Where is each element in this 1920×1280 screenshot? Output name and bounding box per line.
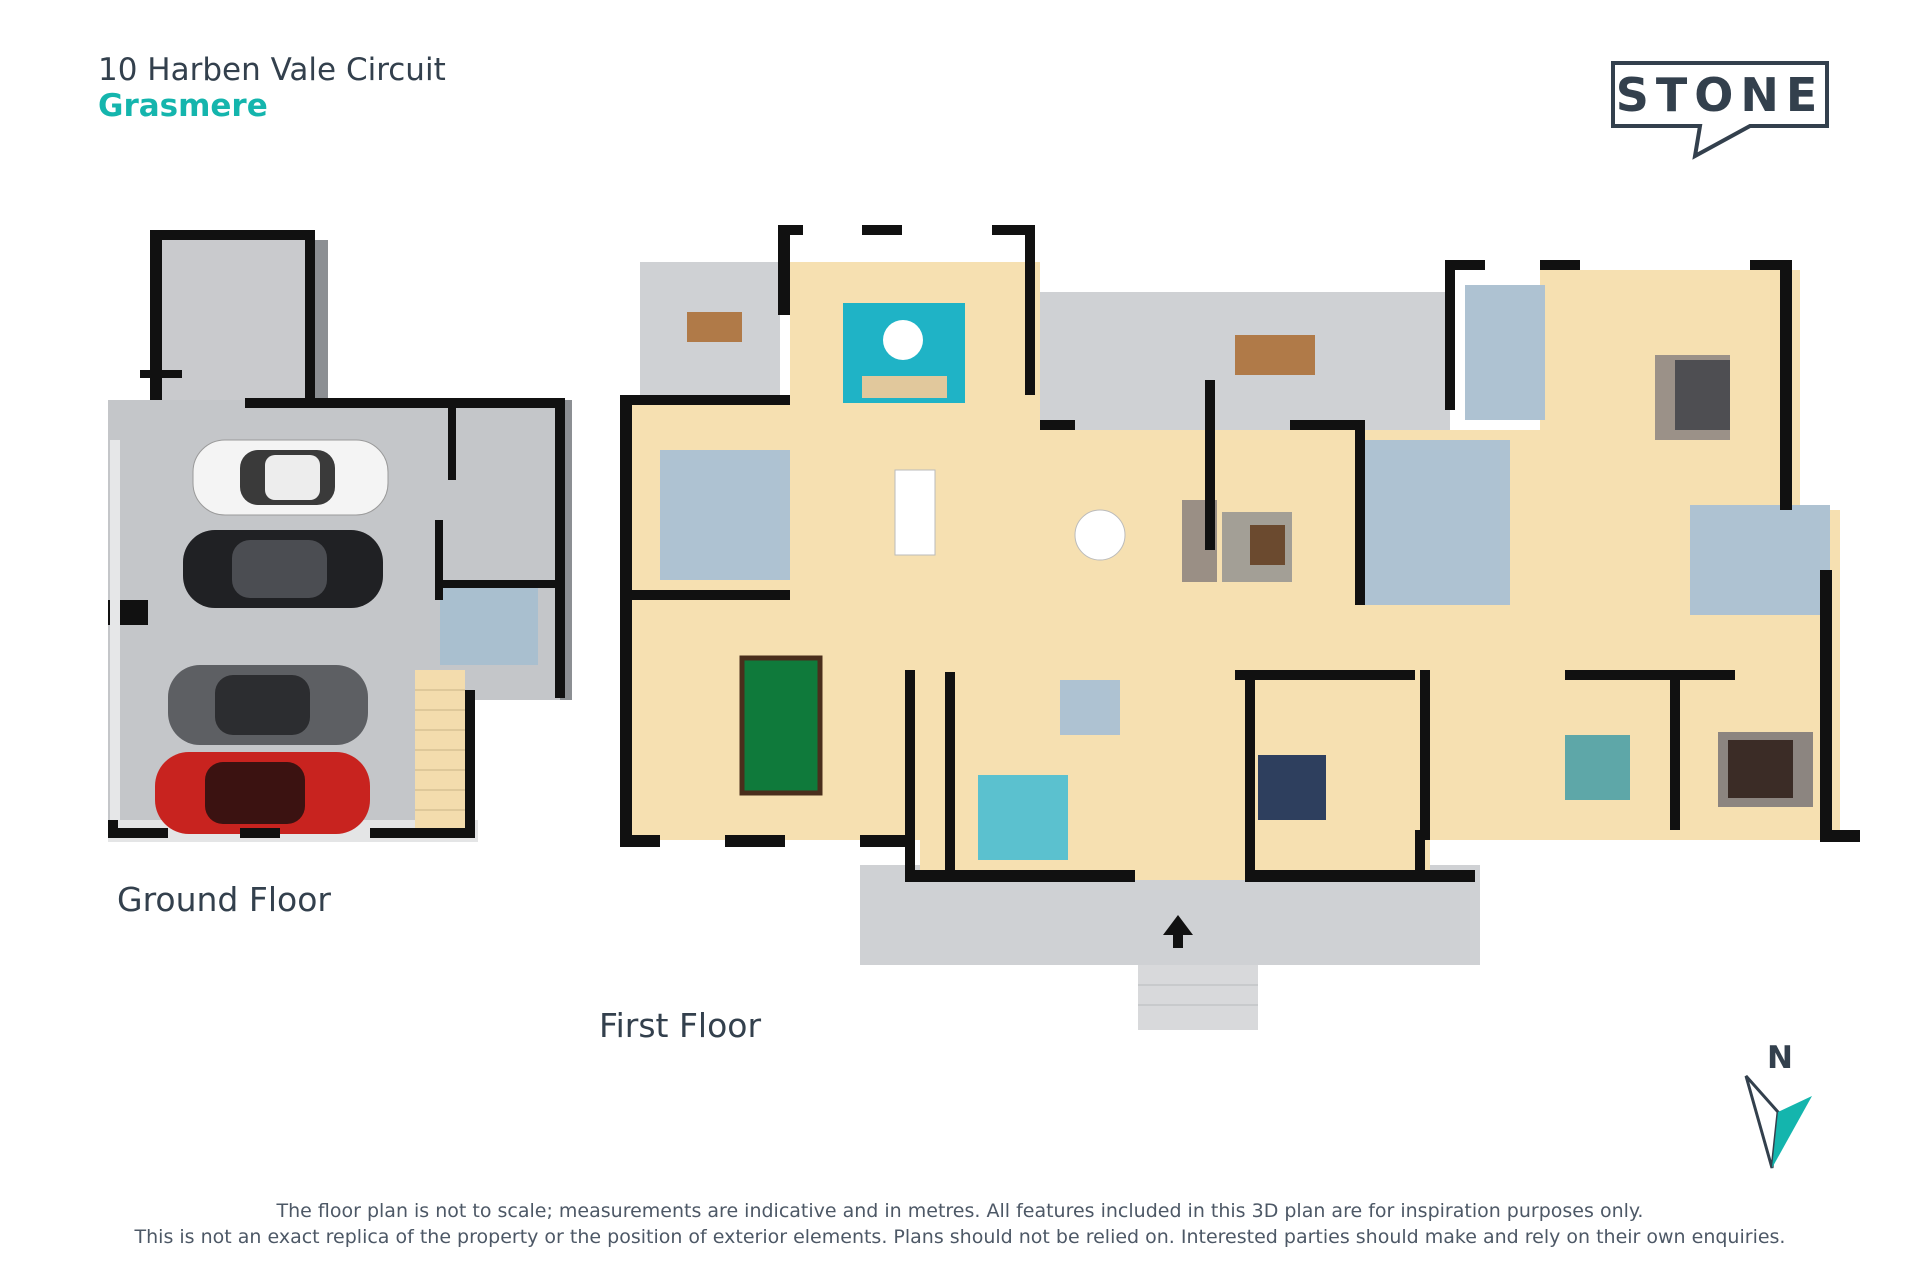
bed-4	[1728, 740, 1793, 798]
brand-name: STONE	[1615, 68, 1825, 122]
patio-table	[1235, 335, 1315, 375]
ensuite-shower	[1465, 285, 1545, 420]
first-floor-plan	[620, 225, 1860, 1030]
study-rug	[978, 775, 1068, 860]
compass-north-label: N	[1767, 1040, 1793, 1076]
first-floor-label: First Floor	[599, 1006, 762, 1045]
ensuite-bathroom	[1690, 505, 1830, 615]
ground-stairs	[415, 670, 465, 828]
property-suburb: Grasmere	[98, 88, 268, 124]
kitchen	[660, 450, 790, 580]
ground-floor-plan	[108, 230, 572, 842]
snooker-table	[739, 655, 823, 796]
property-address: 10 Harben Vale Circuit	[98, 52, 446, 88]
disclaimer: The floor plan is not to scale; measurem…	[0, 1198, 1920, 1250]
stone-logo	[1611, 61, 1829, 160]
car-grey	[168, 665, 368, 745]
bed-2	[1258, 755, 1326, 820]
front-steps	[1138, 965, 1258, 1030]
bed-3	[1565, 735, 1630, 800]
main-bathroom	[1360, 440, 1510, 605]
disclaimer-line-2: This is not an exact replica of the prop…	[134, 1226, 1786, 1248]
master-bed	[1675, 360, 1730, 430]
north-arrow-icon	[1744, 1075, 1812, 1169]
entrance-arrow-icon	[1163, 915, 1193, 948]
ground-floor-label: Ground Floor	[117, 880, 331, 919]
powder-room	[1060, 680, 1120, 735]
car-red	[155, 752, 370, 834]
disclaimer-line-1: The floor plan is not to scale; measurem…	[276, 1200, 1644, 1222]
car-black	[183, 530, 383, 608]
ground-bathroom	[440, 585, 538, 665]
car-white	[192, 439, 389, 516]
